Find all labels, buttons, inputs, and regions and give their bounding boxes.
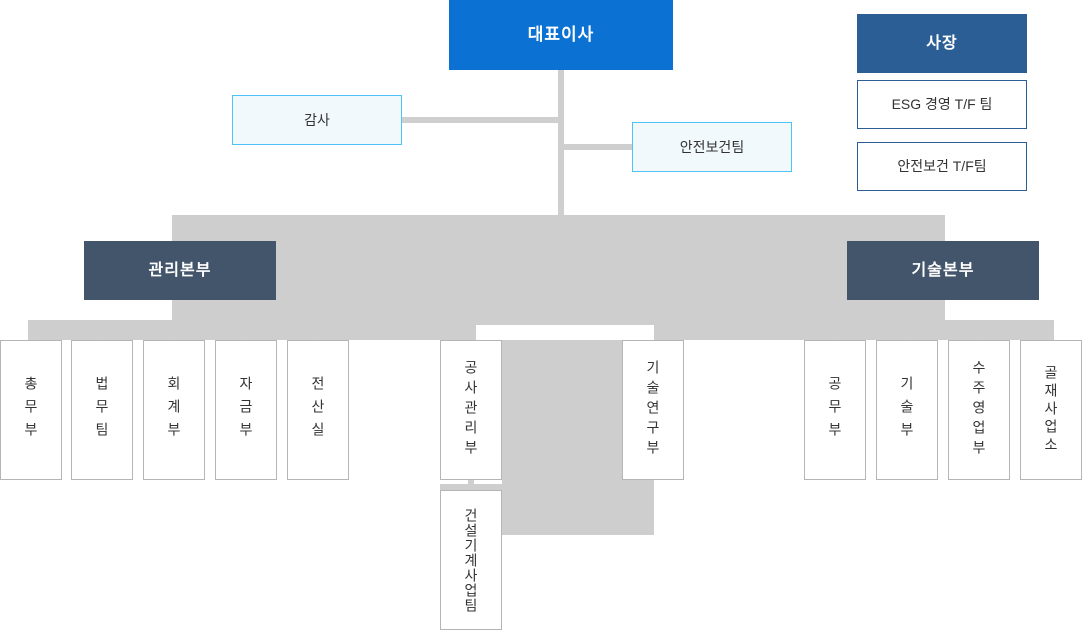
connector-drop-beommu <box>99 334 105 344</box>
connector-technical-bar <box>624 320 1054 340</box>
connector-geonseol-bar <box>440 484 502 494</box>
node-audit-label: 감사 <box>304 111 330 128</box>
node-dept-engineering-affairs[interactable]: 공무부 <box>804 340 866 480</box>
node-safety-health-team[interactable]: 안전보건팀 <box>632 122 792 172</box>
node-esg-tf-team-label: ESG 경영 T/F 팀 <box>891 96 993 113</box>
node-dept-general-affairs-label: 총무부 <box>23 375 39 445</box>
connector-drop-jageum <box>243 334 249 344</box>
node-dept-construction-machinery-label: 건설기계사업팀 <box>463 507 479 613</box>
node-safety-health-team-label: 안전보건팀 <box>679 138 745 155</box>
node-dept-finance[interactable]: 자금부 <box>215 340 277 480</box>
connector-drop-suju <box>976 334 982 344</box>
node-dept-technical-research[interactable]: 기술연구부 <box>622 340 684 480</box>
connector-drop-hoegye <box>171 334 177 344</box>
node-dept-sales[interactable]: 수주영업부 <box>948 340 1010 480</box>
node-dept-it-label: 전산실 <box>310 375 326 445</box>
connector-division-bar <box>172 215 945 325</box>
node-esg-tf-team[interactable]: ESG 경영 T/F 팀 <box>857 80 1027 129</box>
connector-drop-chongmu <box>28 334 34 344</box>
connector-drop-gongmu <box>832 334 838 344</box>
connector-management-bar <box>28 320 476 340</box>
node-dept-accounting[interactable]: 회계부 <box>143 340 205 480</box>
node-ceo[interactable]: 대표이사 <box>449 0 673 70</box>
node-audit[interactable]: 감사 <box>232 95 402 145</box>
connector-audit <box>402 117 560 123</box>
node-president-label: 사장 <box>926 34 958 52</box>
node-safety-tf-team-label: 안전보건 T/F팀 <box>897 158 987 175</box>
node-dept-sales-label: 수주영업부 <box>971 360 987 460</box>
node-division-management-label: 관리본부 <box>148 261 212 279</box>
node-dept-technical-research-label: 기술연구부 <box>645 360 661 460</box>
node-division-technical[interactable]: 기술본부 <box>847 241 1039 300</box>
node-dept-technology[interactable]: 기술부 <box>876 340 938 480</box>
node-president[interactable]: 사장 <box>857 14 1027 73</box>
connector-drop-jeonsan <box>315 334 321 344</box>
node-dept-aggregate-business[interactable]: 골재사업소 <box>1020 340 1082 480</box>
node-ceo-label: 대표이사 <box>527 24 595 44</box>
node-dept-construction-machinery[interactable]: 건설기계사업팀 <box>440 490 502 630</box>
connector-center-notch <box>502 325 654 340</box>
connector-safety-team <box>560 144 634 150</box>
node-dept-general-affairs[interactable]: 총무부 <box>0 340 62 480</box>
node-safety-tf-team[interactable]: 안전보건 T/F팀 <box>857 142 1027 191</box>
node-dept-it[interactable]: 전산실 <box>287 340 349 480</box>
connector-drop-goljae <box>1048 334 1054 344</box>
node-dept-accounting-label: 회계부 <box>166 375 182 445</box>
node-dept-legal-label: 법무팀 <box>94 375 110 445</box>
node-dept-legal[interactable]: 법무팀 <box>71 340 133 480</box>
connector-drop-gisul <box>904 334 910 344</box>
node-division-technical-label: 기술본부 <box>911 261 975 279</box>
node-division-management[interactable]: 관리본부 <box>84 241 276 300</box>
node-dept-finance-label: 자금부 <box>238 375 254 445</box>
node-dept-engineering-affairs-label: 공무부 <box>827 375 843 445</box>
node-dept-technology-label: 기술부 <box>899 375 915 445</box>
node-dept-aggregate-business-label: 골재사업소 <box>1043 365 1059 455</box>
node-dept-construction-management[interactable]: 공사관리부 <box>440 340 502 480</box>
node-dept-construction-management-label: 공사관리부 <box>463 360 479 460</box>
